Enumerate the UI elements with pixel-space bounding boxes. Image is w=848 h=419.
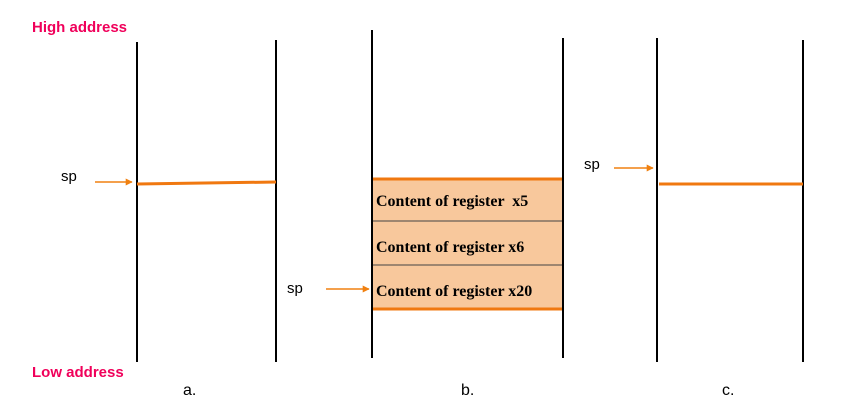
low-address-label: Low address bbox=[32, 364, 124, 381]
panel-b-caption: b. bbox=[461, 382, 474, 399]
panel-b-sp-label: sp bbox=[287, 280, 303, 297]
panel-a: sp a. bbox=[61, 40, 277, 399]
panel-b: Content of register x5 Content of regist… bbox=[287, 30, 564, 399]
panel-b-entry-x5: Content of register x5 bbox=[376, 193, 528, 210]
panel-c-sp-label: sp bbox=[584, 156, 600, 173]
panel-c: sp c. bbox=[584, 38, 804, 399]
panel-a-caption: a. bbox=[183, 382, 196, 399]
panel-c-caption: c. bbox=[722, 382, 734, 399]
panel-a-sp-label: sp bbox=[61, 168, 77, 185]
panel-b-entry-x6: Content of register x6 bbox=[376, 239, 524, 256]
panel-b-stack-frame bbox=[372, 179, 563, 309]
panel-a-stack-top bbox=[136, 180, 277, 186]
panel-b-entry-x20: Content of register x20 bbox=[376, 283, 532, 300]
high-address-label: High address bbox=[32, 19, 127, 36]
